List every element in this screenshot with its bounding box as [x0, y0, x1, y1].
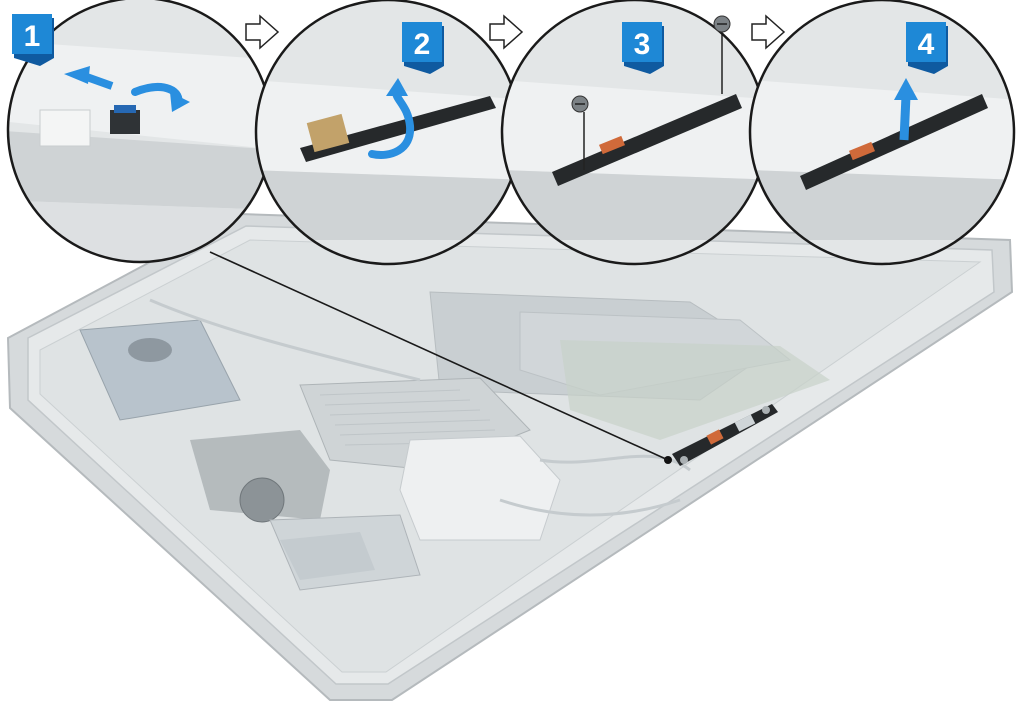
step-number: 3: [634, 28, 651, 61]
cable-routing: [149, 298, 691, 517]
zoom-panel-2: [254, 0, 522, 266]
wlan-card: [79, 319, 241, 421]
ssd-module: [269, 514, 421, 591]
touchpad-area: [560, 340, 830, 440]
step-badge-1: 1: [12, 14, 54, 66]
lift-arrow-icon: [894, 78, 918, 100]
leader-line: [209, 251, 669, 461]
screw-icon: [571, 95, 589, 113]
step-number: 2: [414, 28, 431, 61]
step-number: 4: [918, 28, 935, 61]
step-number: 1: [24, 20, 41, 53]
fingerprint-reader-board: [672, 404, 778, 466]
metal-shield: [399, 435, 561, 541]
next-step-arrow-icon: [751, 14, 786, 50]
step-badge-4: 4: [906, 22, 948, 74]
black-foil-shield: [190, 430, 330, 520]
next-step-arrow-icon: [245, 14, 280, 50]
zoom-panel-4: [748, 0, 1016, 266]
coin-cell-battery: [239, 477, 285, 523]
zoom-panel-1: [6, 0, 274, 264]
zoom-panel-3: [500, 0, 768, 266]
step-badge-2: 2: [402, 22, 444, 74]
next-step-arrow-icon: [489, 14, 524, 50]
step-badge-3: 3: [622, 22, 664, 74]
screw-icon: [713, 15, 731, 33]
